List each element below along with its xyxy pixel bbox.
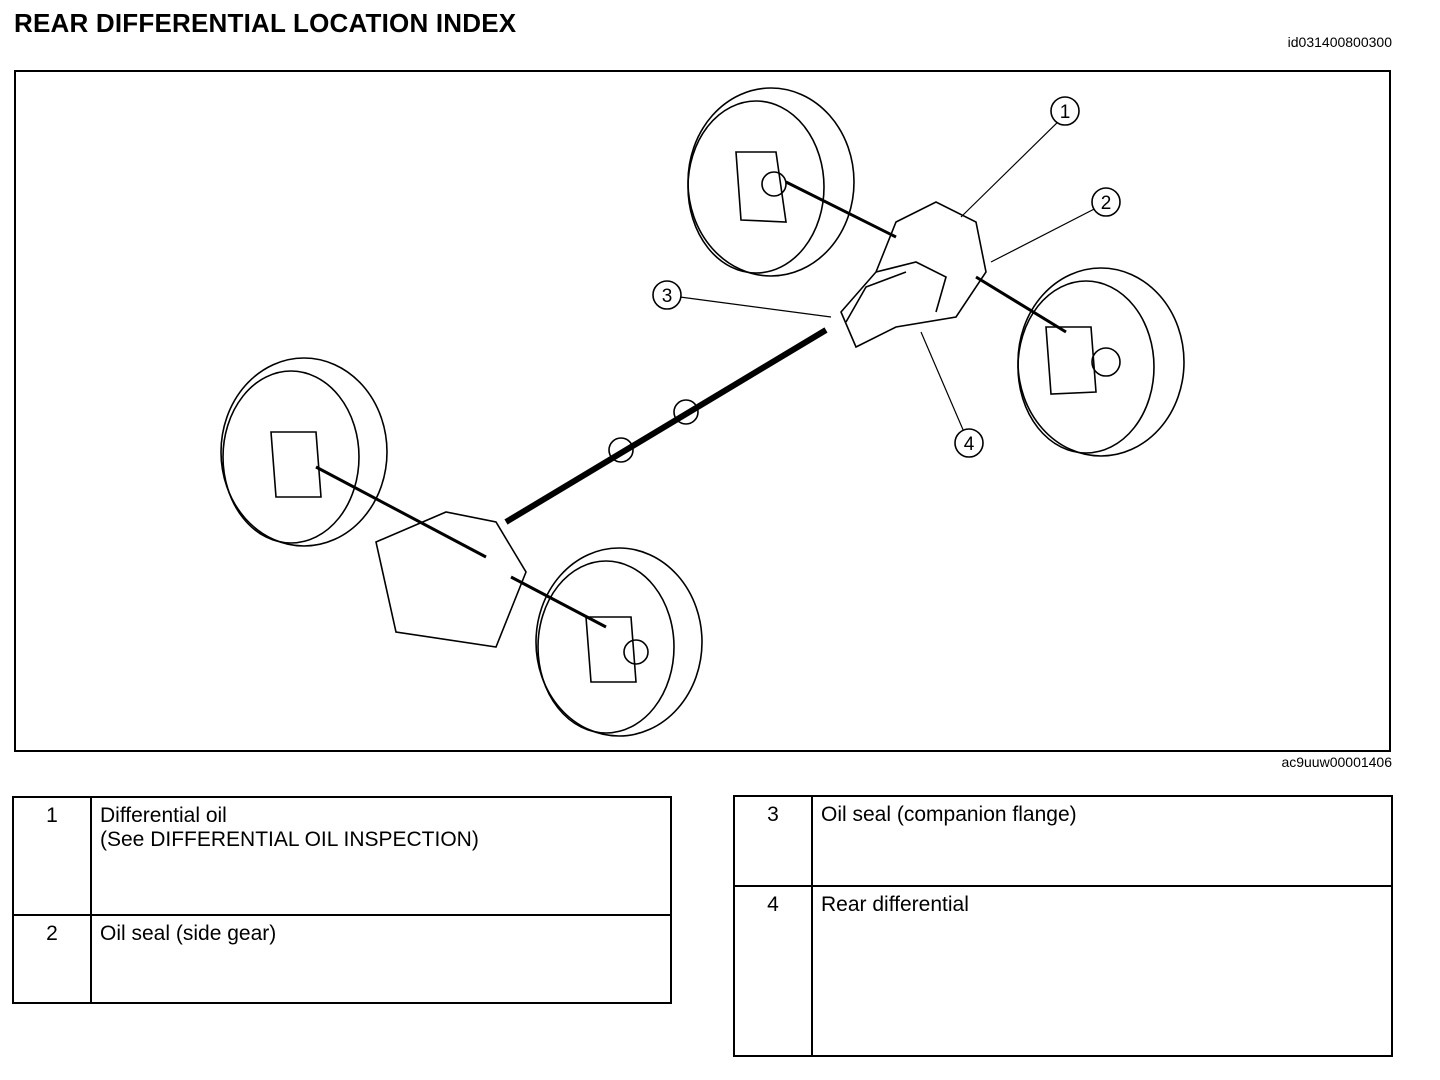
rear-left-driveshaft <box>785 180 897 239</box>
propeller-shaft <box>504 327 828 525</box>
legend-row: 1 Differential oil (See DIFFERENTIAL OIL… <box>12 796 672 916</box>
shaft-center-bearing <box>673 399 699 425</box>
front-left-driveshaft <box>315 465 487 559</box>
legend-description-text: Oil seal (side gear) <box>100 922 277 945</box>
legend-number: 2 <box>12 914 92 1004</box>
page-title: REAR DIFFERENTIAL LOCATION INDEX <box>14 8 517 38</box>
callout-1-marker: 1 <box>1050 96 1080 126</box>
legend-description-note: (See DIFFERENTIAL OIL INSPECTION) <box>100 828 479 851</box>
legend-table-right: 3 Oil seal (companion flange) 4 Rear dif… <box>733 795 1393 1057</box>
callout-4-marker: 4 <box>954 428 984 458</box>
legend-number: 3 <box>733 795 813 887</box>
document-id: id031400800300 <box>1287 34 1392 50</box>
transmission <box>375 511 527 648</box>
rear-right-wheel <box>1017 267 1185 457</box>
callout-2-label: 2 <box>1101 193 1112 214</box>
callout-2-marker: 2 <box>1091 187 1121 217</box>
figure-id: ac9uuw00001406 <box>1281 754 1392 770</box>
legend-description-text: Differential oil <box>100 804 227 827</box>
rear-differential-unit <box>840 201 987 349</box>
rear-left-wheel <box>687 87 855 277</box>
legend-number: 1 <box>12 796 92 916</box>
front-left-wheel <box>220 357 388 547</box>
legend-description-text: Oil seal (companion flange) <box>821 803 1077 826</box>
drivetrain-illustration: 1 2 3 4 <box>220 87 1185 737</box>
rear-right-driveshaft <box>975 275 1067 334</box>
legend-number: 4 <box>733 885 813 1057</box>
callout-1-label: 1 <box>1060 102 1071 123</box>
legend-description-text: Rear differential <box>821 893 969 916</box>
legend-description: Differential oil (See DIFFERENTIAL OIL I… <box>90 796 672 916</box>
front-right-wheel <box>535 547 703 737</box>
legend-description: Oil seal (companion flange) <box>811 795 1393 887</box>
drivetrain-figure: 1 2 3 4 <box>14 70 1391 752</box>
callout-4-label: 4 <box>964 434 975 455</box>
legend-description: Oil seal (side gear) <box>90 914 672 1004</box>
callout-3-marker: 3 <box>652 280 682 310</box>
front-right-driveshaft <box>510 575 607 629</box>
legend-description: Rear differential <box>811 885 1393 1057</box>
legend-table-left: 1 Differential oil (See DIFFERENTIAL OIL… <box>12 796 672 1004</box>
legend-row: 3 Oil seal (companion flange) <box>733 795 1393 887</box>
legend-row: 4 Rear differential <box>733 885 1393 1057</box>
callout-3-label: 3 <box>662 286 673 307</box>
legend-row: 2 Oil seal (side gear) <box>12 914 672 1004</box>
